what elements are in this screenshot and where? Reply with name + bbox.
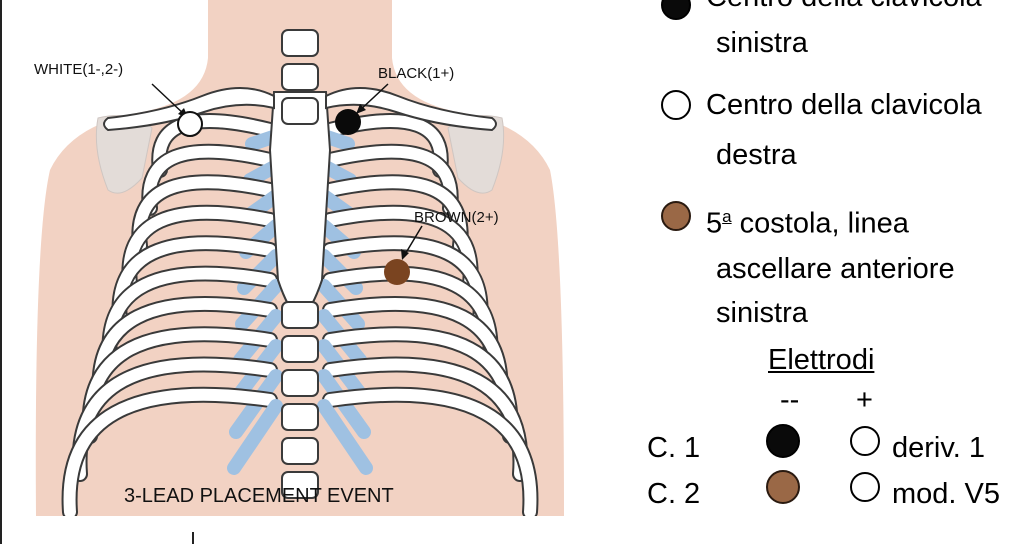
- legend-item1-line2: sinistra: [716, 15, 808, 71]
- bottom-tick-mark: [192, 532, 194, 544]
- chest-illustration: WHITE(1-,2-) BLACK(1+) BROWN(2+) 3-LEAD …: [12, 0, 588, 516]
- column-plus-header: +: [856, 384, 873, 417]
- figure-caption: 3-LEAD PLACEMENT EVENT: [124, 485, 394, 507]
- black-electrode-legend-icon: [661, 0, 691, 20]
- row2-channel: C. 2: [647, 478, 700, 511]
- legend-item2-line2: destra: [716, 127, 797, 183]
- label-brown-electrode: BROWN(2+): [414, 209, 499, 226]
- vertebra: [282, 30, 318, 56]
- row1-channel: C. 1: [647, 432, 700, 465]
- sternum: [270, 92, 330, 320]
- column-minus-header: --: [780, 384, 799, 417]
- white-electrode-legend-icon: [661, 90, 691, 120]
- row1-minus-black-electrode-icon: [766, 424, 800, 458]
- legend-item2-line1: Centro della clavicola: [706, 77, 982, 133]
- vertebra: [282, 404, 318, 430]
- legend-item3-line3: sinistra: [716, 285, 808, 341]
- brown-electrode: [384, 259, 410, 285]
- vertebra: [282, 98, 318, 124]
- vertebra: [282, 64, 318, 90]
- vertebra: [282, 438, 318, 464]
- vertebra: [282, 336, 318, 362]
- white-electrode: [178, 112, 202, 136]
- label-black-electrode: BLACK(1+): [378, 65, 454, 82]
- black-electrode: [335, 109, 361, 135]
- row1-plus-white-electrode-icon: [850, 426, 880, 456]
- row1-lead: deriv. 1: [892, 432, 985, 465]
- left-border-line: [0, 0, 2, 544]
- label-white-electrode: WHITE(1-,2-): [34, 61, 123, 78]
- vertebra: [282, 302, 318, 328]
- row2-lead: mod. V5: [892, 478, 1000, 511]
- vertebra: [282, 370, 318, 396]
- row2-minus-brown-electrode-icon: [766, 470, 800, 504]
- electrodes-table-header: Elettrodi: [768, 344, 874, 377]
- brown-electrode-legend-icon: [661, 201, 691, 231]
- row2-plus-white-electrode-icon: [850, 472, 880, 502]
